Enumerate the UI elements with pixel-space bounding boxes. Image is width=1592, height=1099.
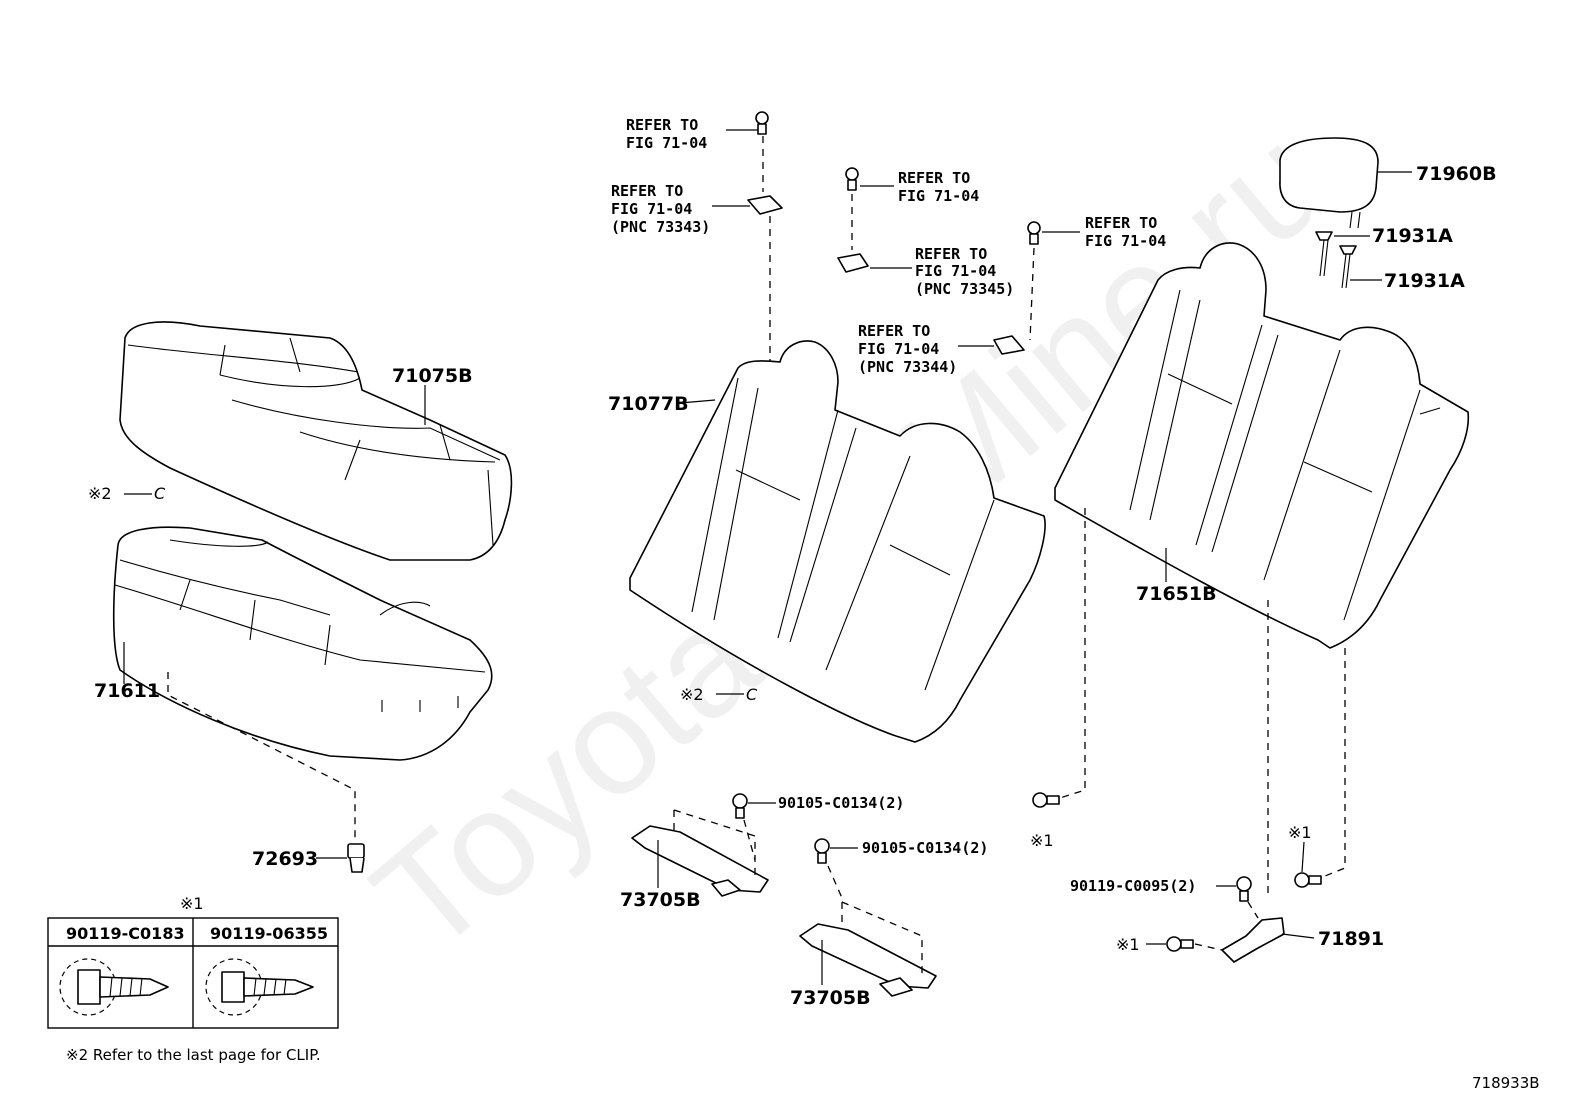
bolt-90119-06355-icon <box>205 958 314 1016</box>
part-label-90105-C0134-a[interactable]: 90105-C0134(2) <box>778 794 904 812</box>
fastener-col-90119-06355[interactable]: 90119-06355 <box>210 924 328 943</box>
part-label-73705B-a[interactable]: 73705B <box>620 889 701 911</box>
bolt-90119-C0095-icon[interactable] <box>1236 876 1252 902</box>
headrest-71960B[interactable] <box>1279 137 1379 229</box>
bolt-icon <box>755 111 769 135</box>
seatback-cover-71077B[interactable] <box>629 340 1046 743</box>
fastener-table <box>47 917 339 1029</box>
bracket-icon <box>837 253 869 273</box>
part-label-90119-C0095[interactable]: 90119-C0095(2) <box>1070 877 1196 895</box>
part-label-71075B[interactable]: 71075B <box>392 365 473 387</box>
bolt-icon <box>1027 221 1041 245</box>
bolt-mark1-icon[interactable] <box>1166 936 1194 952</box>
svg-text:FIG 71-04: FIG 71-04 <box>858 340 939 358</box>
svg-text:REFER TO: REFER TO <box>1085 214 1157 232</box>
clip-mark: ※2 <box>680 685 704 704</box>
figure-code: 718933B <box>1472 1074 1540 1092</box>
part-label-90105-C0134-b[interactable]: 90105-C0134(2) <box>862 839 988 857</box>
part-label-71611[interactable]: 71611 <box>94 680 160 702</box>
part-label-71931A-b[interactable]: 71931A <box>1384 270 1465 292</box>
striker-71891[interactable] <box>1221 917 1285 963</box>
footnote-clip: ※2 Refer to the last page for CLIP. <box>66 1046 321 1064</box>
svg-text:REFER TO: REFER TO <box>626 116 698 134</box>
svg-text:REFER TO: REFER TO <box>898 169 970 187</box>
clip-letter: C <box>746 685 758 704</box>
hinge-bracket-73705B-b[interactable] <box>799 923 937 997</box>
svg-text:FIG 71-04: FIG 71-04 <box>915 262 996 280</box>
bolt-mark1-icon[interactable] <box>1032 792 1060 808</box>
headrest-support-71931A-b[interactable] <box>1339 245 1357 289</box>
svg-text:(PNC 73345): (PNC 73345) <box>915 280 1014 298</box>
part-label-71891[interactable]: 71891 <box>1318 928 1384 950</box>
svg-text:REFER TO: REFER TO <box>611 182 683 200</box>
headrest-support-71931A-a[interactable] <box>1315 231 1333 277</box>
svg-text:REFER TO: REFER TO <box>915 245 987 263</box>
fastener-table-mark: ※1 <box>180 894 204 913</box>
seatback-frame-71651B[interactable] <box>1054 242 1470 649</box>
refer-callout-1[interactable]: REFER TO FIG 71-04 <box>626 116 707 152</box>
fastener-col-90119-C0183[interactable]: 90119-C0183 <box>66 924 185 943</box>
seat-cushion-pad-71611[interactable] <box>112 526 493 761</box>
clip-72693[interactable] <box>347 843 365 873</box>
svg-text:REFER TO: REFER TO <box>858 322 930 340</box>
fastener-mark: ※1 <box>1116 935 1140 954</box>
seat-cushion-cover-71075B[interactable] <box>119 321 513 561</box>
svg-text:FIG 71-04: FIG 71-04 <box>626 134 707 152</box>
svg-text:(PNC 73344): (PNC 73344) <box>858 358 957 376</box>
bracket-icon <box>747 195 783 215</box>
svg-text:FIG 71-04: FIG 71-04 <box>1085 232 1166 250</box>
refer-callout-3[interactable]: REFER TO FIG 71-04 <box>898 169 979 205</box>
refer-callout-6[interactable]: REFER TO FIG 71-04 (PNC 73344) <box>858 322 957 376</box>
refer-callout-5[interactable]: REFER TO FIG 71-04 <box>1085 214 1166 250</box>
svg-text:FIG 71-04: FIG 71-04 <box>898 187 979 205</box>
part-label-71931A-a[interactable]: 71931A <box>1372 225 1453 247</box>
bolt-90105-C0134-a-icon[interactable] <box>732 793 748 819</box>
part-label-72693[interactable]: 72693 <box>252 848 318 870</box>
part-label-71960B[interactable]: 71960B <box>1416 163 1497 185</box>
clip-letter: C <box>154 484 166 503</box>
fastener-mark: ※1 <box>1030 831 1054 850</box>
bracket-icon <box>993 335 1025 355</box>
hinge-bracket-73705B-a[interactable] <box>631 825 769 897</box>
svg-text:(PNC 73343): (PNC 73343) <box>611 218 710 236</box>
part-label-71651B[interactable]: 71651B <box>1136 583 1217 605</box>
fastener-mark: ※1 <box>1288 823 1312 842</box>
part-label-73705B-b[interactable]: 73705B <box>790 987 871 1009</box>
bolt-90119-C0183-icon <box>59 958 169 1016</box>
clip-mark: ※2 <box>88 484 112 503</box>
refer-callout-2[interactable]: REFER TO FIG 71-04 (PNC 73343) <box>611 182 710 236</box>
svg-text:FIG 71-04: FIG 71-04 <box>611 200 692 218</box>
bolt-icon <box>845 167 859 191</box>
part-label-71077B[interactable]: 71077B <box>608 393 689 415</box>
bolt-90105-C0134-b-icon[interactable] <box>814 838 830 864</box>
bolt-mark1-icon[interactable] <box>1294 872 1322 888</box>
refer-callout-4[interactable]: REFER TO FIG 71-04 (PNC 73345) <box>915 245 1014 298</box>
